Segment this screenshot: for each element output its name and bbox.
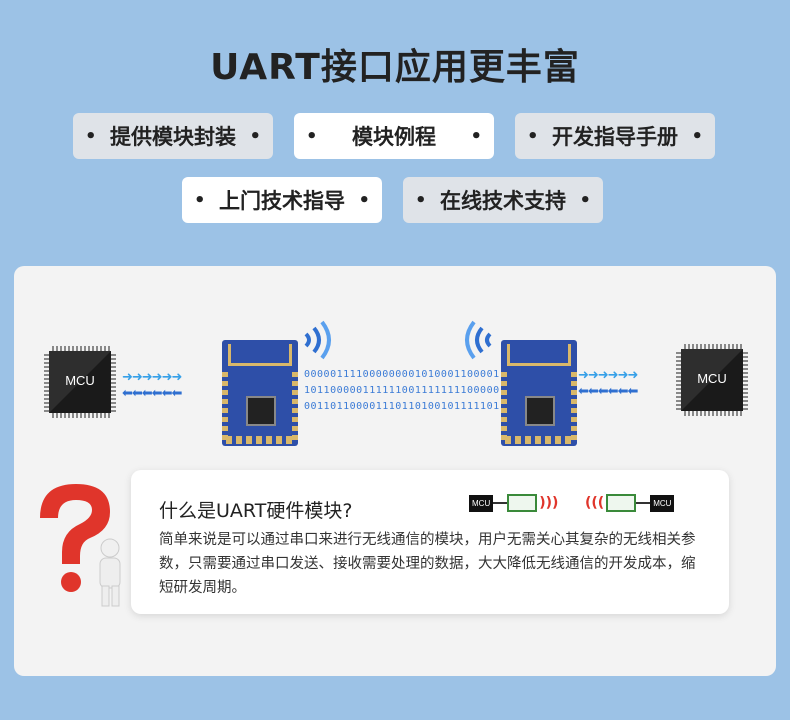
wireless-signal-left-icon <box>465 320 492 360</box>
feature-module-example: • 模块例程 • <box>294 113 494 159</box>
feature-label: 上门技术指导 <box>219 189 345 213</box>
info-body: 简单来说是可以通过串口来进行无线通信的模块，用户无需关心其复杂的无线相关参数，只… <box>159 532 696 596</box>
data-arrows-left: ➜➜➜➜➜➜ ⬅⬅⬅⬅⬅⬅ <box>122 370 182 401</box>
binary-line: 001101100001110110100101111101 <box>304 401 500 412</box>
bullet-icon: • <box>415 189 427 211</box>
mini-mcu-right: MCU <box>650 494 675 512</box>
bullet-icon: • <box>358 189 370 211</box>
bullet-icon: • <box>579 189 591 211</box>
mini-diagram-right: ((( MCU <box>583 492 675 514</box>
page-title: UART接口应用更丰富 <box>210 47 580 88</box>
bullet-icon: • <box>470 125 482 147</box>
bullet-icon: • <box>306 125 318 147</box>
binary-line: 101100000111111001111111100000 <box>304 385 500 396</box>
bullet-icon: • <box>691 125 703 147</box>
binary-line: 000001111000000001010001100001 <box>304 369 500 380</box>
feature-online-support: • 在线技术支持 • <box>403 177 603 223</box>
feature-module-package: • 提供模块封装 • <box>73 113 273 159</box>
feature-label: 提供模块封装 <box>110 125 236 149</box>
signal-icon: ))) <box>539 495 559 511</box>
mcu-chip-left-icon <box>44 346 116 418</box>
binary-data-stream: 000001111000000001010001100001 101100000… <box>304 367 500 415</box>
mini-mcu-left: MCU <box>469 494 494 512</box>
arrow-right-icon: ➜➜➜➜➜➜ <box>578 368 638 383</box>
question-mark-figure-icon <box>40 484 121 607</box>
mini-diagram-left: MCU ))) <box>469 492 560 514</box>
signal-icon: ((( <box>585 495 605 511</box>
feature-onsite-support: • 上门技术指导 • <box>182 177 382 223</box>
bullet-icon: • <box>194 189 206 211</box>
bullet-icon: • <box>527 125 539 147</box>
mcu-left-label: MCU <box>65 373 95 388</box>
feature-label: 模块例程 <box>352 125 436 149</box>
feature-label: 在线技术支持 <box>440 189 566 213</box>
uart-module-right-icon <box>501 340 577 446</box>
arrow-left-icon: ⬅⬅⬅⬅⬅⬅ <box>578 384 638 399</box>
bullet-icon: • <box>85 125 97 147</box>
arrow-left-icon: ⬅⬅⬅⬅⬅⬅ <box>122 386 182 401</box>
feature-label: 开发指导手册 <box>552 125 678 149</box>
mini-module-icon <box>606 494 637 512</box>
feature-dev-manual: • 开发指导手册 • <box>515 113 715 159</box>
info-heading: 什么是UART硬件模块? <box>159 500 353 522</box>
uart-module-left-icon <box>222 340 298 446</box>
bullet-icon: • <box>249 125 261 147</box>
uart-info-card: 什么是UART硬件模块? MCU ))) ((( MCU 简单来说是可以通过串口… <box>131 470 729 614</box>
arrow-right-icon: ➜➜➜➜➜➜ <box>122 370 182 385</box>
data-arrows-right: ➜➜➜➜➜➜ ⬅⬅⬅⬅⬅⬅ <box>578 368 638 399</box>
mini-module-icon <box>507 494 538 512</box>
wireless-signal-right-icon <box>304 320 331 360</box>
mcu-chip-right-icon <box>676 344 748 416</box>
mcu-right-label: MCU <box>697 371 727 386</box>
